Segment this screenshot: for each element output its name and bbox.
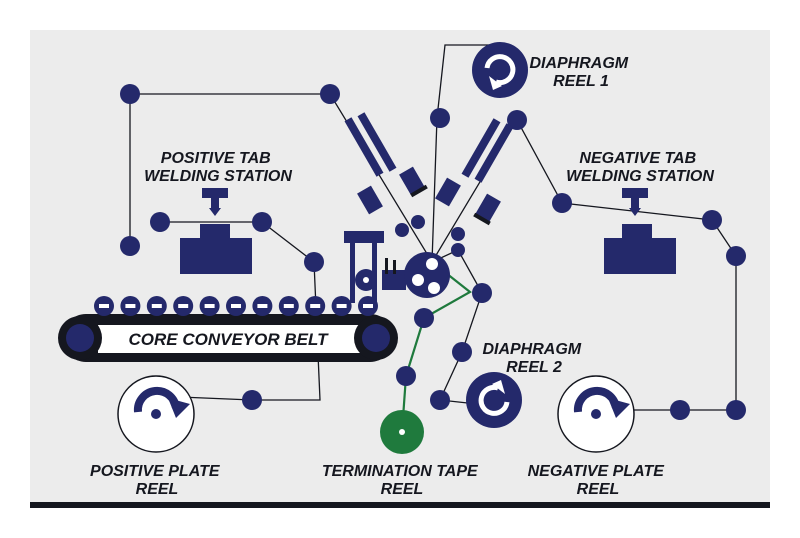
weld-head-tip [209, 208, 221, 216]
weld-anvil-top [200, 224, 230, 238]
weld-head-stem [631, 198, 639, 208]
battery-core-slot [151, 304, 162, 308]
weld-head-tip [629, 208, 641, 216]
diaphragm-reel-1 [472, 42, 528, 98]
winding-mandrel [404, 252, 450, 298]
mandrel-hole [428, 282, 440, 294]
winding-arm [382, 270, 406, 290]
cutter-assemblies [344, 112, 514, 226]
cutter-block [435, 177, 461, 207]
battery-core-slot [336, 304, 347, 308]
cutter-bar [357, 112, 397, 172]
battery-core-slot [204, 304, 215, 308]
weld-head-cap [202, 188, 228, 198]
belt-label-plate [98, 325, 360, 353]
roller [430, 390, 450, 410]
mandrel-hole [426, 258, 438, 270]
roller [726, 246, 746, 266]
cutter-block [399, 166, 425, 196]
winding-pin [385, 258, 388, 274]
roller [120, 236, 140, 256]
diaphragm-reel-2-label: DIAPHRAGM REEL 2 [482, 341, 585, 376]
roller [552, 193, 572, 213]
termination-tape-reel-label: TERMINATION TAPE REEL [322, 463, 482, 498]
core-conveyor-belt [58, 296, 398, 362]
winding-frame-leg [372, 243, 377, 303]
winding-frame-leg [350, 243, 355, 303]
battery-core-slot [99, 304, 109, 308]
weld-head-cap [622, 188, 648, 198]
cutter-block [475, 193, 501, 223]
battery-core-slot [231, 304, 241, 308]
diaphragm-1-path [431, 44, 500, 263]
cutter-bar [344, 117, 384, 177]
negative-tab-label: NEGATIVE TAB WELDING STATION [566, 150, 714, 185]
negative-plate-reel [557, 375, 635, 453]
battery-core-slot [283, 304, 294, 308]
roller [452, 342, 472, 362]
roller [150, 212, 170, 232]
roller [411, 215, 425, 229]
roller [702, 210, 722, 230]
positive-tab-welding-station [180, 188, 252, 274]
negative-plate-reel-label: NEGATIVE PLATE REEL [528, 463, 669, 498]
winding-frame-top [344, 231, 384, 243]
winding-pin [393, 260, 396, 274]
termination-tape-reel [380, 410, 424, 454]
winding-gear-hub [363, 277, 369, 283]
battery-core-slot [310, 304, 321, 308]
battery-core-slot [363, 304, 373, 308]
cutter-bar [474, 123, 514, 183]
roller [320, 84, 340, 104]
roller [252, 212, 272, 232]
positive-plate-reel [117, 375, 195, 453]
roller [414, 308, 434, 328]
roller [670, 400, 690, 420]
battery-core-slot [178, 304, 189, 308]
roller [507, 110, 527, 130]
weld-anvil-base [180, 238, 252, 274]
weld-anvil-top [622, 224, 652, 238]
roller [472, 283, 492, 303]
cutter-edge [410, 184, 428, 198]
weld-head-stem [211, 198, 219, 208]
cutter-bar [461, 118, 501, 178]
bottom-rule [30, 502, 770, 508]
belt-sprocket-left [58, 316, 102, 360]
cutter-block [357, 185, 383, 215]
weld-anvil-base [604, 238, 676, 274]
roller [396, 366, 416, 386]
belt-sprocket-right [354, 316, 398, 360]
roller [430, 108, 450, 128]
roller [451, 243, 465, 257]
positive-tab-label: POSITIVE TAB WELDING STATION [144, 150, 292, 185]
winding-head [344, 231, 450, 303]
roller [395, 223, 409, 237]
core-conveyor-belt-label: CORE CONVEYOR BELT [129, 330, 330, 349]
diaphragm-reel-2 [466, 372, 522, 428]
cutter-edge [473, 212, 491, 226]
roller [726, 400, 746, 420]
guide-rollers [120, 84, 746, 420]
roller [242, 390, 262, 410]
roller [120, 84, 140, 104]
diaphragm-reel-1-label: DIAPHRAGM REEL 1 [529, 55, 632, 90]
positive-plate-reel-label: POSITIVE PLATE REEL [90, 463, 224, 498]
battery-core-slot [257, 304, 268, 308]
mandrel-hole [412, 274, 424, 286]
belt-cores [94, 296, 378, 316]
roller [451, 227, 465, 241]
battery-core-slot [125, 304, 136, 308]
negative-tab-welding-station [604, 188, 676, 274]
roller [304, 252, 324, 272]
